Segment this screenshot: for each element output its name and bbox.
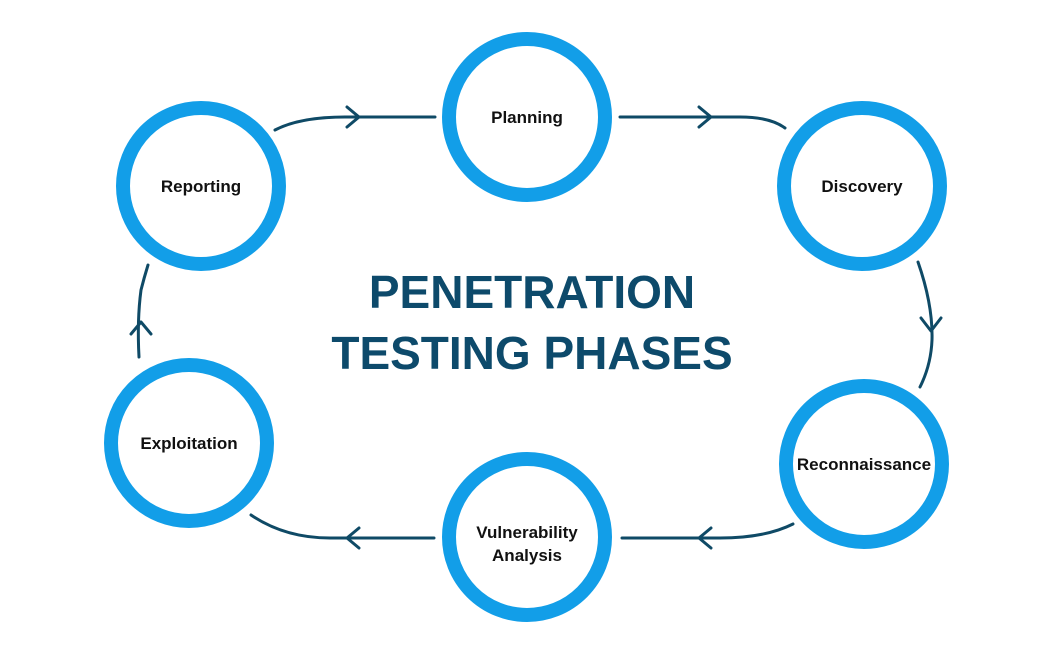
diagram-title-line2: TESTING PHASES bbox=[331, 327, 732, 379]
arrow-left-icon bbox=[697, 526, 713, 550]
phase-label-vulnerability: Vulnerability bbox=[476, 523, 578, 542]
phase-label-analysis: Analysis bbox=[492, 546, 562, 565]
connector-exploitation-to-reporting bbox=[129, 263, 153, 359]
connector-vulnerability-to-exploitation bbox=[249, 513, 436, 550]
arrow-down-icon bbox=[919, 316, 943, 333]
phase-planning: Planning bbox=[442, 32, 612, 202]
connector-planning-to-discovery bbox=[618, 105, 787, 130]
arrow-left-icon bbox=[345, 526, 361, 550]
phase-label-exploitation: Exploitation bbox=[140, 434, 237, 453]
phase-discovery: Discovery bbox=[777, 101, 947, 271]
phase-reconnaissance: Reconnaissance bbox=[779, 379, 949, 549]
connector-reconnaissance-to-vulnerability bbox=[620, 522, 795, 550]
phase-reporting: Reporting bbox=[116, 101, 286, 271]
phase-label-planning: Planning bbox=[491, 108, 563, 127]
phase-label-reconnaissance: Reconnaissance bbox=[797, 455, 931, 474]
connector-reporting-to-planning bbox=[273, 105, 437, 132]
phase-exploitation: Exploitation bbox=[104, 358, 274, 528]
arrow-up-icon bbox=[129, 320, 153, 336]
phase-vulnerability-analysis: Vulnerability Analysis bbox=[442, 452, 612, 622]
diagram-title-line1: PENETRATION bbox=[369, 266, 695, 318]
arrow-right-icon bbox=[345, 105, 361, 129]
arrow-right-icon bbox=[697, 105, 713, 129]
connector-discovery-to-reconnaissance bbox=[916, 260, 943, 389]
phase-label-discovery: Discovery bbox=[821, 177, 903, 196]
phase-label-reporting: Reporting bbox=[161, 177, 241, 196]
